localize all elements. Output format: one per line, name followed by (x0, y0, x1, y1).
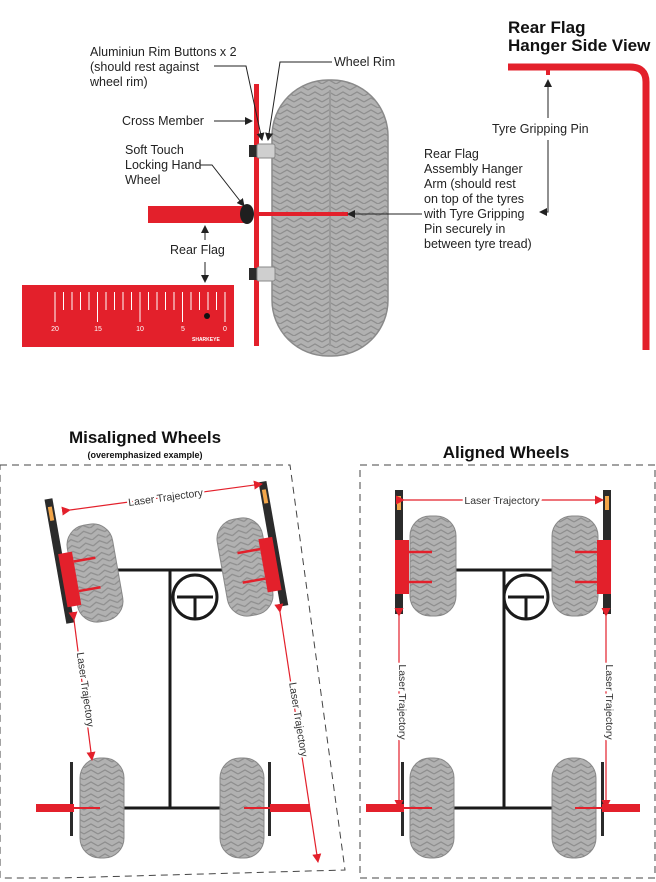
rear-flag-scale: 20 15 10 5 0 SHARKEYE (22, 285, 234, 347)
misaligned-title: Misaligned Wheels (69, 428, 221, 447)
label-hanger-arm-1: Rear Flag (424, 147, 479, 161)
label-hanger-arm-7: between tyre tread) (424, 237, 532, 251)
rim-button-top (249, 143, 276, 159)
label-tyre-gripping-pin: Tyre Gripping Pin (492, 122, 589, 136)
side-view-title-2: Hanger Side View (508, 36, 651, 55)
aligned-title: Aligned Wheels (443, 443, 570, 462)
misaligned-laser-right (274, 603, 322, 863)
misaligned-rear-right-wheel (219, 757, 310, 859)
label-rim-buttons-2: (should rest against (90, 60, 200, 74)
label-soft-touch-3: Wheel (125, 173, 160, 187)
misaligned-laser-left (68, 611, 96, 761)
aligned-chassis (450, 568, 560, 810)
misaligned-subtitle: (overemphasized example) (87, 450, 202, 460)
hanger-arm (256, 212, 348, 216)
locking-hand-wheel (240, 204, 254, 224)
label-wheel-rim: Wheel Rim (334, 55, 395, 69)
brand-logo: SHARKEYE (192, 337, 220, 343)
label-rim-buttons-1: Aluminiun Rim Buttons x 2 (90, 45, 237, 59)
misaligned-laser-top-label: Laser Trajectory (127, 487, 204, 509)
rim-button-bottom (249, 266, 276, 282)
label-cross-member: Cross Member (122, 114, 204, 128)
label-hanger-arm-2: Assembly Hanger (424, 162, 523, 176)
aligned-laser-right-label: Laser Trajectory (603, 664, 615, 740)
aligned-rear-right-wheel (551, 757, 640, 859)
label-hanger-arm-6: Pin securely in (424, 222, 505, 236)
scale-tick-15: 15 (94, 326, 102, 333)
label-soft-touch-2: Locking Hand (125, 158, 201, 172)
misaligned-chassis (115, 568, 225, 810)
rear-flag-bar (148, 206, 248, 223)
misaligned-front-left-wheel (44, 498, 124, 624)
misaligned-laser-right-label: Laser Trajectory (286, 681, 310, 758)
top-diagram: 20 15 10 5 0 SHARKEYE Aluminiun Rim Butt… (22, 18, 651, 357)
aligned-section: Aligned Wheels (359, 443, 656, 879)
label-hanger-arm-3: Arm (should rest (424, 177, 516, 191)
aligned-front-left-wheel (395, 490, 457, 617)
label-rim-buttons-3: wheel rim) (89, 75, 148, 89)
side-view-hanger (508, 63, 650, 350)
label-hanger-arm-4: on top of the tyres (424, 192, 524, 206)
label-soft-touch-1: Soft Touch (125, 143, 184, 157)
misaligned-front-right-wheel (216, 480, 289, 617)
tyre-gripping-pin (546, 67, 550, 75)
misaligned-laser-left-label: Laser Trajectory (74, 651, 96, 728)
aligned-laser-top-label: Laser Trajectory (464, 495, 540, 507)
side-view-title-1: Rear Flag (508, 18, 585, 37)
scale-tick-5: 5 (181, 326, 185, 333)
aligned-laser-left-label: Laser Trajectory (396, 664, 408, 740)
scale-tick-10: 10 (136, 326, 144, 333)
misaligned-frame (0, 464, 346, 879)
scale-tick-20: 20 (51, 326, 59, 333)
misaligned-rear-left-wheel (36, 757, 125, 859)
label-hanger-arm-5: with Tyre Gripping (423, 207, 525, 221)
misaligned-laser-top (61, 480, 263, 516)
label-rear-flag: Rear Flag (170, 243, 225, 257)
misaligned-section: Misaligned Wheels (overemphasized exampl… (0, 428, 346, 879)
aligned-frame (359, 464, 656, 879)
aligned-rear-left-wheel (366, 757, 455, 859)
aligned-front-right-wheel (551, 490, 611, 617)
scale-tick-0: 0 (223, 326, 227, 333)
large-tyre (271, 79, 389, 357)
